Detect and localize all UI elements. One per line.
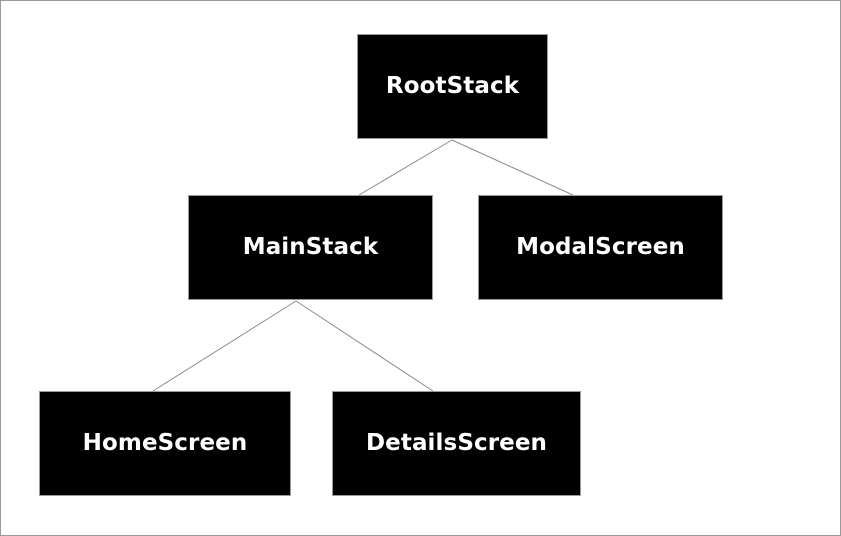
edge-rootstack-mainstack xyxy=(358,139,453,196)
node-label-rootstack: RootStack xyxy=(385,73,520,99)
node-mainstack[interactable]: MainStack xyxy=(188,195,433,300)
node-label-detailsscreen: DetailsScreen xyxy=(365,430,548,456)
edge-mainstack-detailsscreen xyxy=(295,300,434,392)
node-modalscreen[interactable]: ModalScreen xyxy=(478,195,723,300)
node-label-mainstack: MainStack xyxy=(242,234,379,260)
node-label-modalscreen: ModalScreen xyxy=(516,234,685,260)
edge-mainstack-homescreen xyxy=(152,300,297,392)
node-homescreen[interactable]: HomeScreen xyxy=(39,391,291,496)
node-label-homescreen: HomeScreen xyxy=(82,430,248,456)
node-rootstack[interactable]: RootStack xyxy=(357,34,548,139)
edge-rootstack-modalscreen xyxy=(451,139,574,196)
node-detailsscreen[interactable]: DetailsScreen xyxy=(332,391,581,496)
